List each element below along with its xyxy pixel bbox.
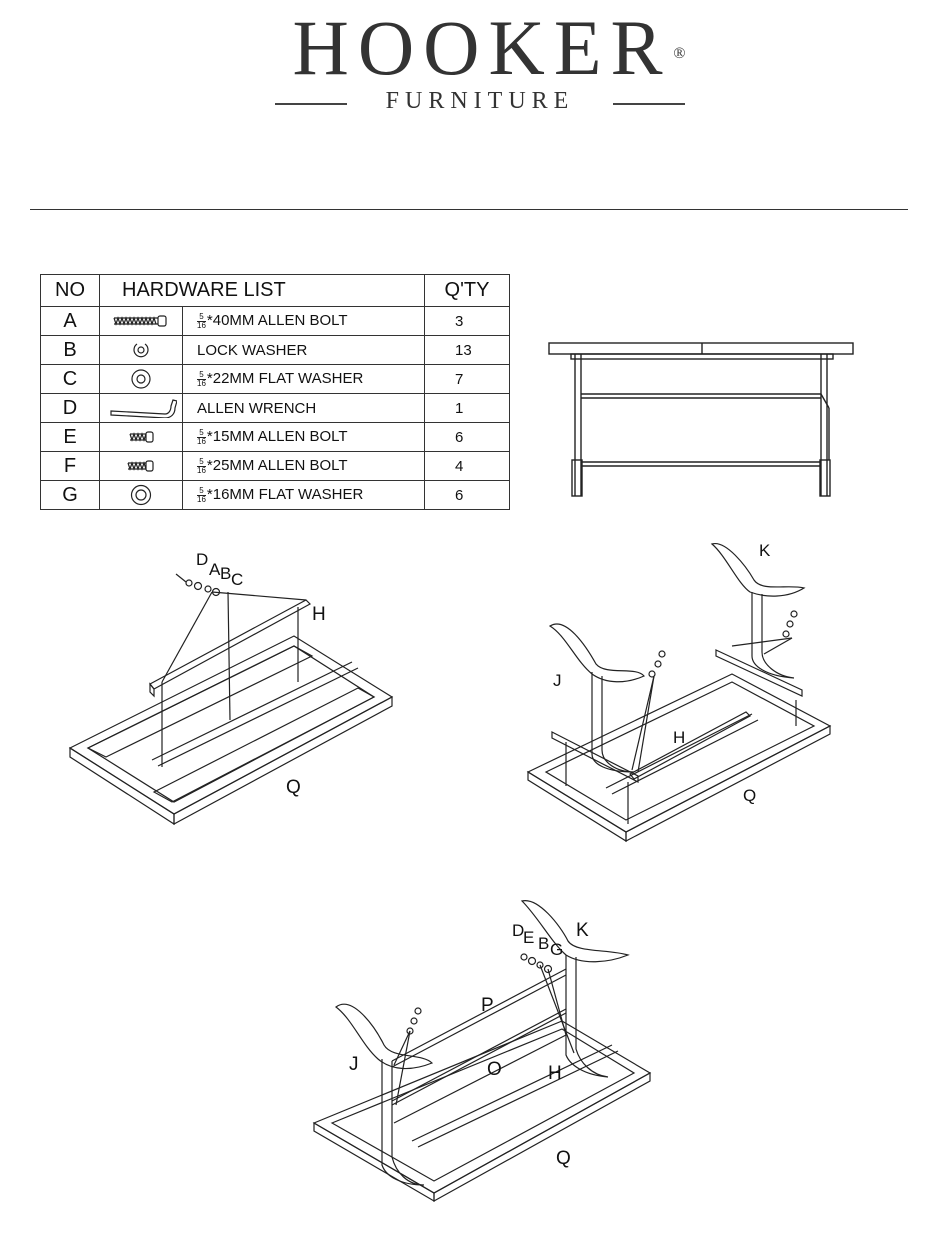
hardware-description-text: *16MM FLAT WASHER <box>207 486 363 503</box>
hardware-no: G <box>41 481 100 510</box>
step3-label-h: H <box>548 1063 562 1085</box>
step1-label-q: Q <box>286 777 301 799</box>
short-bolt-icon <box>100 423 183 452</box>
step2-label-h: H <box>673 728 685 748</box>
lock-washer-icon <box>100 336 183 365</box>
step3-drawing <box>312 895 658 1215</box>
hardware-description: ALLEN WRENCH <box>183 394 425 423</box>
fraction-denominator: 16 <box>197 495 206 504</box>
hardware-description-text: ALLEN WRENCH <box>197 400 316 417</box>
header-no: NO <box>41 275 100 307</box>
brand-logo: HOOKER® <box>0 8 950 88</box>
hardware-description: LOCK WASHER <box>183 336 425 365</box>
hardware-description-text: *25MM ALLEN BOLT <box>207 457 348 474</box>
hardware-description-text: *15MM ALLEN BOLT <box>207 428 348 445</box>
hardware-qty: 1 <box>425 394 510 423</box>
step3-label-o: O <box>487 1059 502 1081</box>
long-bolt-icon <box>100 307 183 336</box>
fraction-numerator: 5 <box>197 487 206 495</box>
step3-label-e: E <box>523 928 534 948</box>
step1-label-c: C <box>231 570 243 590</box>
hardware-no: E <box>41 423 100 452</box>
fraction-numerator: 5 <box>197 313 206 321</box>
fraction-denominator: 16 <box>197 379 206 388</box>
step2-drawing <box>526 536 846 846</box>
hardware-row: B LOCK WASHER 13 <box>41 336 510 365</box>
registered-mark: ® <box>673 14 685 94</box>
hardware-no: F <box>41 452 100 481</box>
step2-label-q: Q <box>743 786 756 806</box>
allen-wrench-icon <box>100 394 183 423</box>
hardware-qty: 7 <box>425 365 510 394</box>
step3-label-j: J <box>349 1054 359 1076</box>
brand-sub-text: FURNITURE <box>275 88 685 115</box>
hardware-qty: 6 <box>425 481 510 510</box>
step3-label-p: P <box>481 995 494 1017</box>
hardware-row: D ALLEN WRENCH 1 <box>41 394 510 423</box>
hardware-description-text: LOCK WASHER <box>197 342 307 359</box>
hardware-qty: 3 <box>425 307 510 336</box>
fraction-numerator: 5 <box>197 458 206 466</box>
fraction-numerator: 5 <box>197 371 206 379</box>
flat-washer-icon <box>100 365 183 394</box>
hardware-qty: 6 <box>425 423 510 452</box>
fraction-denominator: 16 <box>197 466 206 475</box>
step3-label-k: K <box>576 920 589 942</box>
brand-subtitle: FURNITURE <box>275 88 685 118</box>
step3-label-b: B <box>538 934 549 954</box>
fraction-denominator: 16 <box>197 321 206 330</box>
assembled-table-elevation <box>545 338 857 502</box>
step1-label-a: A <box>209 560 220 580</box>
fraction-denominator: 16 <box>197 437 206 446</box>
step3-label-g: G <box>550 940 563 960</box>
hardware-no: B <box>41 336 100 365</box>
header-hardware-list: HARDWARE LIST <box>100 275 425 307</box>
hardware-no: D <box>41 394 100 423</box>
step1-drawing <box>62 552 402 827</box>
medium-bolt-icon <box>100 452 183 481</box>
header-divider <box>30 209 908 210</box>
step2-label-j: J <box>553 671 562 691</box>
hardware-description-text: *22MM FLAT WASHER <box>207 370 363 387</box>
hardware-no: C <box>41 365 100 394</box>
fraction-numerator: 5 <box>197 429 206 437</box>
hardware-description-text: *40MM ALLEN BOLT <box>207 312 348 329</box>
step1-label-b: B <box>220 564 231 584</box>
hardware-qty: 13 <box>425 336 510 365</box>
hardware-header-row: NO HARDWARE LIST Q'TY <box>41 275 510 307</box>
brand-rule-right <box>613 103 685 105</box>
header-qty: Q'TY <box>425 275 510 307</box>
hardware-no: A <box>41 307 100 336</box>
step2-label-k: K <box>759 541 770 561</box>
step1-label-h: H <box>312 604 326 626</box>
hardware-qty: 4 <box>425 452 510 481</box>
step1-label-d: D <box>196 550 208 570</box>
brand-name-text: HOOKER <box>293 4 672 91</box>
step3-label-q: Q <box>556 1148 571 1170</box>
brand-name: HOOKER® <box>279 8 672 88</box>
flat-washer-small-icon <box>100 481 183 510</box>
